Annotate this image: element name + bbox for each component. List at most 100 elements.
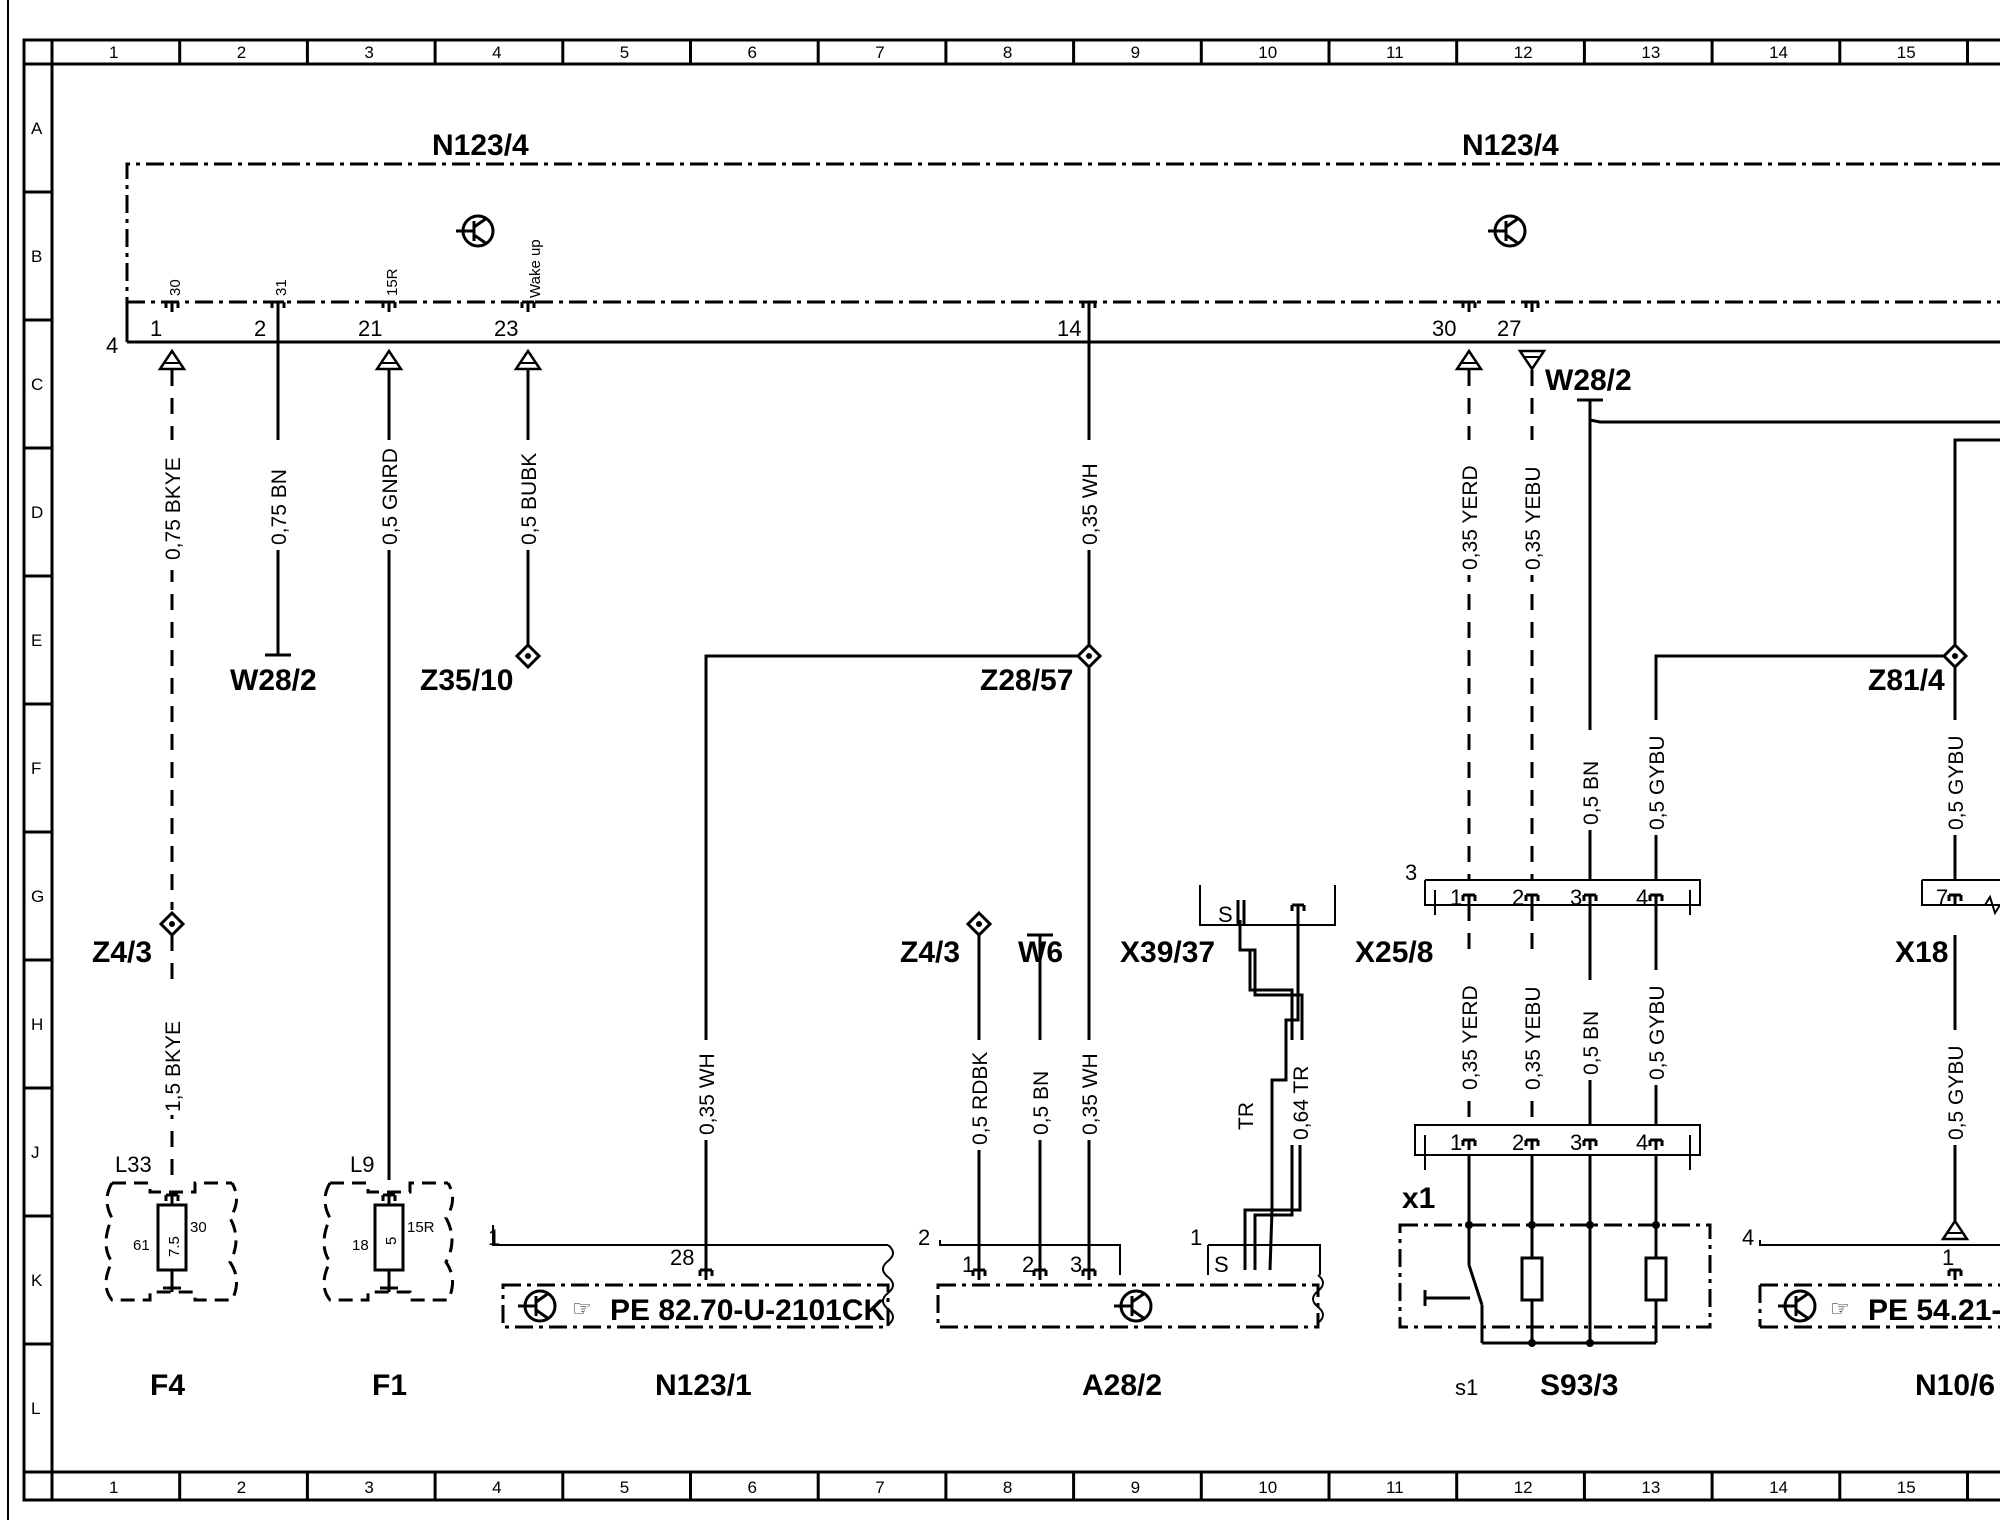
label-x1: x1 <box>1402 1182 1435 1215</box>
x25-8-pin-4: 4 <box>1636 885 1648 910</box>
module-n123-4-housing <box>125 162 2000 344</box>
connector-x25-8 <box>1424 879 1701 915</box>
splice-diamond-icon <box>515 643 541 669</box>
grid-row-label: E <box>31 631 42 650</box>
label-l9: L9 <box>350 1152 374 1177</box>
label-z4-3-mid: Z4/3 <box>900 936 960 969</box>
grid-column-label: 11 <box>1386 43 1404 62</box>
wire-junction-arrow-icon <box>375 349 403 371</box>
label-w6: W6 <box>1018 936 1063 969</box>
a28-2-pin-2: 2 <box>1022 1252 1034 1277</box>
n10-6-reference: PE 54.21- <box>1868 1294 2000 1327</box>
label-n123-1: N123/1 <box>655 1369 752 1402</box>
n123-1-pin-28: 28 <box>670 1245 694 1270</box>
wire-label: 0,75 BN <box>268 469 291 545</box>
label-w28-2-left: W28/2 <box>230 664 317 697</box>
grid-column-label: 9 <box>1131 43 1140 62</box>
grid-column-label: 7 <box>875 1478 884 1497</box>
pin-function-15r: 15R <box>384 268 401 296</box>
connector-x39-37 <box>1199 885 1336 926</box>
wire-label: 1,5 BKYE <box>162 1021 185 1112</box>
wire-label: 0,64 TR <box>1290 1066 1313 1140</box>
grid-column-label: 15 <box>1897 1478 1916 1497</box>
wire-label: 0,35 WH <box>1079 1053 1102 1135</box>
a28-2-plug-num: 1 <box>1190 1225 1202 1250</box>
fuse-f1-rating: 5 <box>383 1237 400 1245</box>
label-s93-3: S93/3 <box>1540 1369 1618 1402</box>
x25-8-pin-3: 3 <box>1570 885 1582 910</box>
module-label-n123-4-right: N123/4 <box>1462 129 1559 162</box>
grid-column-label: 4 <box>492 43 501 62</box>
wire-label: 0,5 RDBK <box>969 1052 992 1145</box>
wire-label: 0,35 YEBU <box>1522 466 1545 570</box>
label-f1: F1 <box>372 1369 407 1402</box>
wire-label: 0,5 GYBU <box>1945 1045 1968 1140</box>
transistor-icon <box>454 214 495 248</box>
grid-column-label: 6 <box>748 43 757 62</box>
drawing-frame <box>7 0 2000 1520</box>
grid-column-label: 7 <box>875 43 884 62</box>
grid-row-label: J <box>31 1143 40 1162</box>
label-z28-57: Z28/57 <box>980 664 1073 697</box>
n10-6-pin-1: 1 <box>1942 1245 1954 1270</box>
fuse-f4-rating: 7.5 <box>166 1236 183 1257</box>
wire-label: 0,75 BKYE <box>162 457 185 560</box>
n10-6-connector-num: 4 <box>1742 1225 1754 1250</box>
wire-label: TR <box>1235 1102 1258 1130</box>
grid-column-label: 11 <box>1386 1478 1404 1497</box>
a28-2-connector-num: 2 <box>918 1225 930 1250</box>
a28-2-pin-3: 3 <box>1070 1252 1082 1277</box>
x1-pin-2: 2 <box>1512 1130 1524 1155</box>
wire-label: 0,35 WH <box>1079 463 1102 545</box>
grid-column-label: 2 <box>237 1478 246 1497</box>
label-n10-6: N10/6 <box>1915 1369 1995 1402</box>
a28-2-plug-pin: S <box>1214 1252 1229 1277</box>
transistor-icon <box>1486 214 1527 248</box>
reference-icon: ☞ <box>572 1296 592 1321</box>
component-a28-2 <box>936 1240 1324 1329</box>
fuse-f4-output: 30 <box>190 1219 207 1236</box>
grid-column-label: 8 <box>1003 1478 1012 1497</box>
grid-column-label: 5 <box>620 43 629 62</box>
wire-label: 0,5 GYBU <box>1646 735 1669 830</box>
grid-column-label: 10 <box>1258 1478 1277 1497</box>
label-f4: F4 <box>150 1369 185 1402</box>
component-s93-3 <box>1398 1155 1712 1347</box>
grid-column-label: 3 <box>364 1478 373 1497</box>
x1-pin-4: 4 <box>1636 1130 1648 1155</box>
grid-column-label: 14 <box>1769 1478 1788 1497</box>
module-pin-27: 27 <box>1497 316 1521 341</box>
grid-column-label: 1 <box>109 1478 118 1497</box>
x1-pin-3: 3 <box>1570 1130 1582 1155</box>
wire-label: 0,5 GNRD <box>379 448 402 545</box>
grid-row-label: L <box>31 1399 40 1418</box>
grid-column-label: 14 <box>1769 43 1788 62</box>
grid-column-label: 8 <box>1003 43 1012 62</box>
grid-column-label: 2 <box>237 43 246 62</box>
module-pin-23: 23 <box>494 316 518 341</box>
fuse-f4 <box>104 1181 238 1302</box>
wire-junction-arrow-icon <box>1518 349 1546 371</box>
fuse-f1-output: 15R <box>407 1219 435 1236</box>
label-a28-2: A28/2 <box>1082 1369 1162 1402</box>
splice-diamond-icon <box>966 911 992 937</box>
label-w28-2-right: W28/2 <box>1545 364 1632 397</box>
wire-label: 0,5 GYBU <box>1945 735 1968 830</box>
bus-pin-label: 4 <box>106 333 118 358</box>
wire-label: 0,5 BN <box>1580 761 1603 825</box>
x1-pin-1: 1 <box>1450 1130 1462 1155</box>
module-pin-1: 1 <box>150 316 162 341</box>
grid-column-label: 3 <box>364 43 373 62</box>
module-pin-21: 21 <box>358 316 382 341</box>
n123-1-reference: PE 82.70-U-2101CK <box>610 1294 885 1327</box>
grid-column-label: 9 <box>1131 1478 1140 1497</box>
grid-column-label: 6 <box>748 1478 757 1497</box>
x18-pin-7: 7 <box>1936 885 1948 910</box>
reference-icon: ☞ <box>1830 1296 1850 1321</box>
wire-label: 0,35 YEBU <box>1522 986 1545 1090</box>
pin-function-30: 30 <box>167 279 184 296</box>
label-l33: L33 <box>115 1152 152 1177</box>
grid-column-ticks: 1122334455667788991010111112121313141415… <box>109 40 1969 1500</box>
fuse-f1 <box>322 1181 454 1302</box>
